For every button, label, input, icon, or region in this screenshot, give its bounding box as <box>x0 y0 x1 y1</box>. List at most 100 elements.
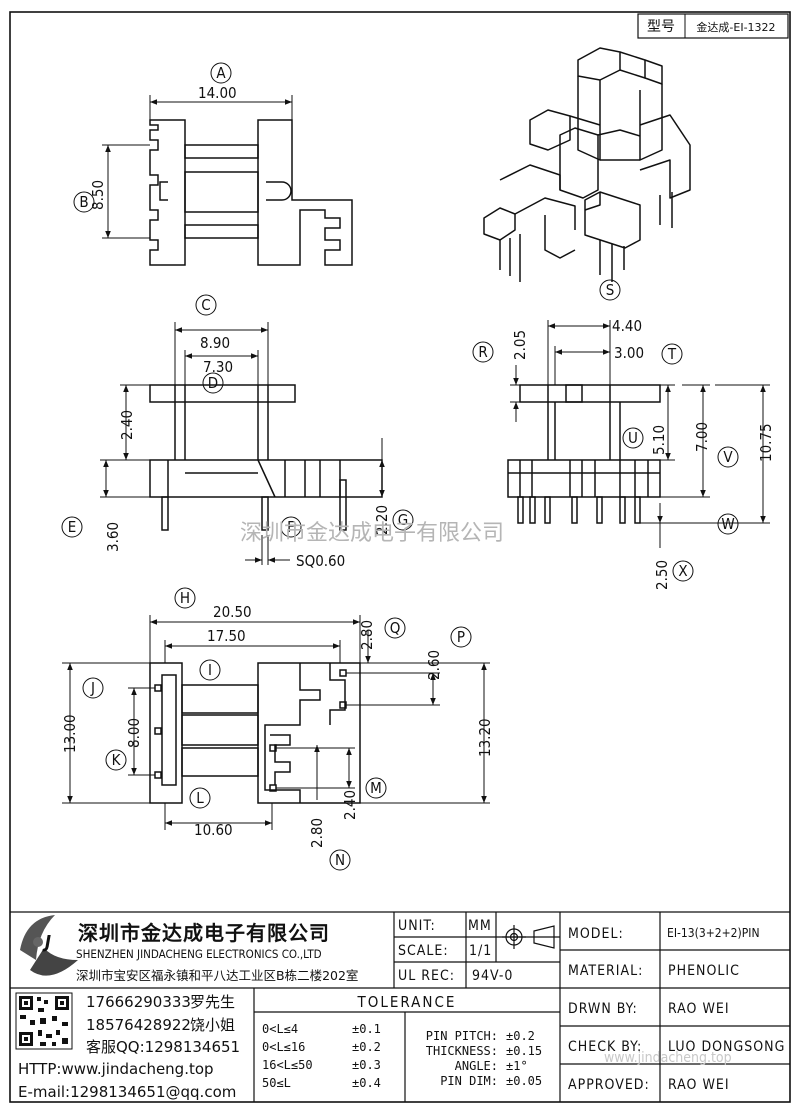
dim-C-value: 8.90 <box>200 334 230 352</box>
model-header: 型号 金达成-EI-1322 <box>637 13 789 39</box>
dim-J-value: 13.00 <box>61 714 79 753</box>
qq-contact[interactable]: 客服QQ:1298134651 <box>86 1038 240 1056</box>
dim-K-value: 8.00 <box>125 718 143 748</box>
tol-range: 0<L≤4 <box>262 1022 298 1036</box>
dim-T: 3.00 T <box>554 343 683 385</box>
label-D: D <box>208 374 218 392</box>
dim-N: 2.80 N <box>308 745 351 871</box>
svg-text:J: J <box>42 932 51 953</box>
label-X: X <box>678 562 687 580</box>
dim-Q: 2.80 Q <box>358 617 406 664</box>
label-S: S <box>606 281 615 299</box>
side-view <box>507 384 661 524</box>
dim-sq: SQ0.60 <box>245 535 345 570</box>
dim-L-value: 10.60 <box>194 821 233 839</box>
ulrec-label: UL REC: <box>398 968 455 984</box>
pin-tol-value: ±1° <box>506 1059 528 1073</box>
label-F: F <box>287 518 295 536</box>
unit-cell: UNIT: MM SCALE: 1/1 UL REC: 94V-0 <box>398 918 512 984</box>
front-view <box>149 384 383 531</box>
pin-tol-value: ±0.15 <box>506 1044 542 1058</box>
info-table: MODEL: EI-13(3+2+2)PIN MATERIAL: PHENOLI… <box>568 926 784 1093</box>
dim-R-value: 2.05 <box>511 330 529 360</box>
label-K: K <box>112 751 122 769</box>
company-address: 深圳市宝安区福永镇和平八达工业区B栋二楼202室 <box>76 968 358 983</box>
label-V: V <box>723 448 733 466</box>
email-link[interactable]: E-mail:1298134651@qq.com <box>18 1083 236 1101</box>
pin-tol-label: PIN PITCH: <box>426 1029 498 1043</box>
tol-value: ±0.3 <box>352 1058 381 1072</box>
info-label: APPROVED: <box>568 1077 650 1093</box>
title-block <box>10 911 790 1102</box>
dim-X: 2.50 X <box>640 503 694 590</box>
pin-tol-label: ANGLE: <box>455 1059 498 1073</box>
dim-D: 7.30 D <box>184 350 259 394</box>
dim-U-value: 5.10 <box>650 425 668 455</box>
model-code: 金达成-EI-1322 <box>696 20 775 34</box>
qr-code-icon <box>15 992 73 1050</box>
label-J: J <box>90 679 95 697</box>
contact-2-phone[interactable]: 18576428922 <box>86 1016 191 1034</box>
dim-C: 8.90 C <box>174 294 269 385</box>
dim-sq-value: SQ0.60 <box>296 552 345 570</box>
scale-label: SCALE: <box>398 943 449 959</box>
dim-W-value: 10.75 <box>757 423 775 462</box>
dim-240-value: 2.40 <box>118 410 136 440</box>
dim-X-value: 2.50 <box>653 560 671 590</box>
unit-value: MM <box>468 918 492 934</box>
watermark-url: www.jindacheng.top <box>604 1050 732 1066</box>
scale-value: 1/1 <box>469 943 492 959</box>
tol-value: ±0.1 <box>352 1022 381 1036</box>
label-Q: Q <box>390 619 401 637</box>
info-label: CHECK BY: <box>568 1039 642 1055</box>
label-H: H <box>180 589 190 607</box>
dim-D-value: 7.30 <box>203 358 233 376</box>
dim-440-value: 4.40 <box>612 317 642 335</box>
model-label: 型号 <box>647 19 675 35</box>
dim-M: 2.40 M <box>276 747 387 820</box>
dim-V-value: 7.00 <box>693 422 711 452</box>
dim-A: 14.00 A <box>149 62 293 120</box>
drawing-border <box>9 11 791 1103</box>
drawn-by-value: RAO WEI <box>668 1001 730 1017</box>
company-name-cn: 深圳市金达成电子有限公司 <box>78 921 330 945</box>
tol-value: ±0.2 <box>352 1040 381 1054</box>
top-view <box>149 119 353 266</box>
website-link[interactable]: HTTP:www.jindacheng.top <box>18 1060 214 1078</box>
label-T: T <box>667 345 677 363</box>
dim-P: 2.60 P <box>346 626 472 706</box>
tol-value: ±0.4 <box>352 1076 381 1090</box>
company-logo: J <box>20 915 78 976</box>
contact-2-person: 饶小姐 <box>190 1016 235 1034</box>
model-value: EI-13(3+2+2)PIN <box>667 926 760 940</box>
dim-Q-value: 2.80 <box>358 620 376 650</box>
label-P: P <box>457 628 465 646</box>
dim-J: 13.00 J <box>61 662 150 804</box>
dim-F: 2.20 F G <box>280 438 414 538</box>
dim-T-value: 3.00 <box>614 344 644 362</box>
tol-range: 0<L≤16 <box>262 1040 305 1054</box>
contact-1-person: 罗先生 <box>190 993 235 1011</box>
bottom-view <box>149 662 361 804</box>
dim-L: 10.60 L <box>164 787 273 839</box>
dim-240: 2.40 <box>118 384 150 461</box>
dim-E: 3.60 E <box>61 459 162 552</box>
tol-range: 50≤L <box>262 1076 291 1090</box>
dim-H: 20.50 H <box>149 587 361 663</box>
projection-symbol-icon <box>502 925 555 949</box>
isometric-view <box>483 47 691 282</box>
dim-K: 8.00 K <box>105 687 155 776</box>
label-N: N <box>335 851 345 869</box>
contact-1-phone[interactable]: 17666290333 <box>86 993 191 1011</box>
info-label: MATERIAL: <box>568 963 643 979</box>
info-label: DRWN BY: <box>568 1001 638 1017</box>
dim-1320-value: 13.20 <box>476 718 494 757</box>
label-L: L <box>196 789 204 807</box>
label-A: A <box>216 64 226 82</box>
pin-tol-label: THICKNESS: <box>426 1044 498 1058</box>
label-G: G <box>398 511 408 529</box>
label-M: M <box>370 779 382 797</box>
approved-value: RAO WEI <box>668 1077 730 1093</box>
dim-W: 10.75 W <box>660 384 775 535</box>
